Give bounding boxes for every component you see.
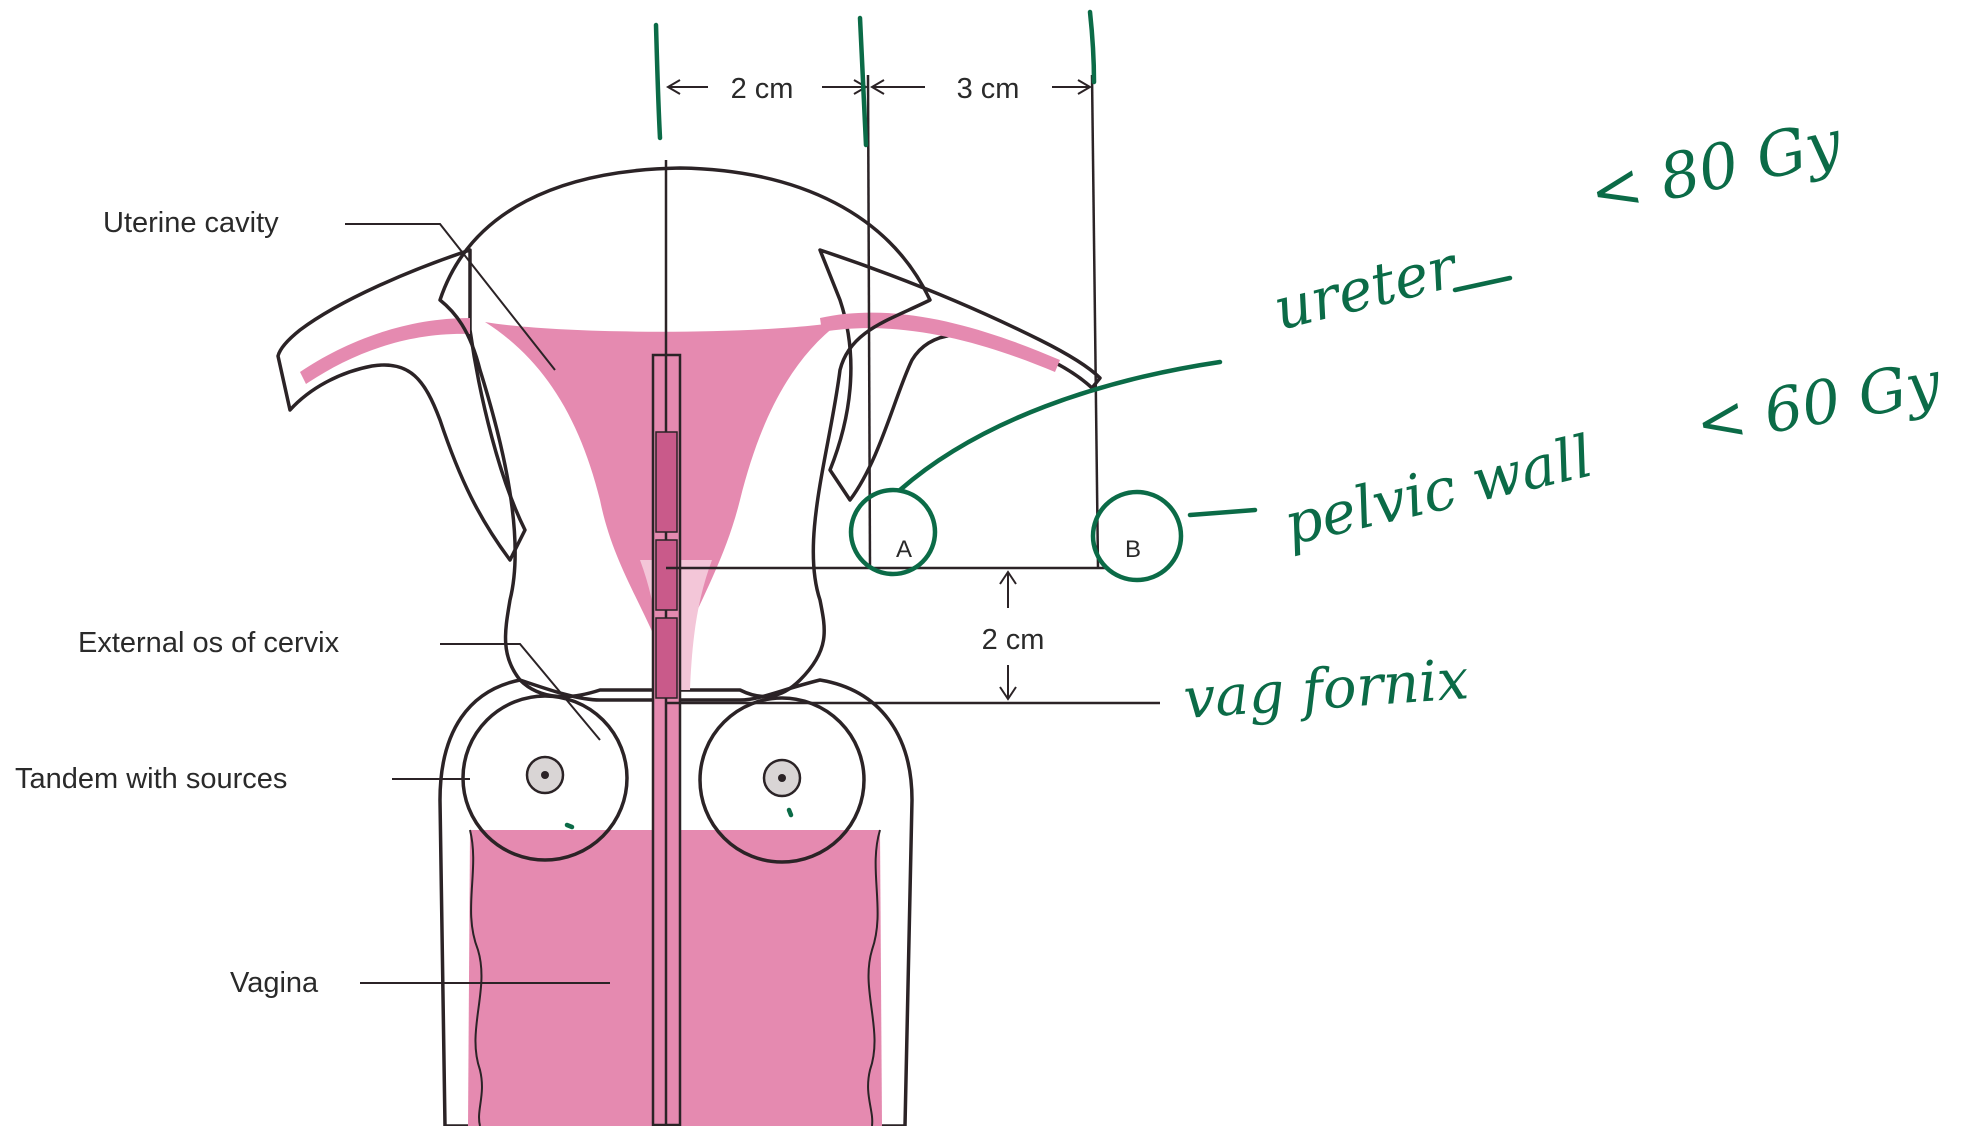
hand-dash-ureter [1455, 278, 1510, 290]
hand-vag-fornix: vag fornix [1181, 647, 1470, 732]
hand-tick-1 [656, 25, 660, 138]
tandem-rod [653, 160, 680, 1126]
label-external-os: External os of cervix [78, 627, 340, 659]
hand-dot-left [567, 825, 572, 827]
source-1 [656, 432, 677, 532]
left-tube-lumen [300, 318, 470, 384]
hand-pelvic-wall: pelvic wall [1278, 422, 1599, 559]
hand-arrow-to-a [900, 362, 1220, 490]
hand-dash-b [1190, 510, 1255, 515]
hand-pelvic-wall-dose: < 60 Gy [1690, 348, 1946, 460]
line-point-a [868, 75, 870, 568]
hand-dot-right [789, 810, 791, 815]
hand-tick-3 [1090, 12, 1094, 82]
left-fallopian-tube [278, 250, 525, 560]
dim-top-left: 2 cm [731, 73, 794, 105]
uterus-body [278, 168, 1100, 697]
right-fallopian-tube [820, 250, 1100, 500]
leader-external-os [440, 644, 600, 740]
dim-top-right: 3 cm [957, 73, 1020, 105]
label-tandem: Tandem with sources [15, 763, 287, 795]
source-3 [656, 618, 677, 698]
left-source-core [541, 771, 549, 779]
source-2 [656, 540, 677, 610]
right-source-core [778, 774, 786, 782]
dim-vertical: 2 cm [982, 624, 1045, 656]
hand-ureter-dose: < 80 Gy [1583, 105, 1848, 230]
point-b-label: B [1125, 536, 1141, 563]
hand-circle-a [851, 490, 935, 574]
hand-tick-2 [860, 18, 866, 145]
point-a-label: A [896, 536, 912, 563]
hand-ureter: ureter [1267, 232, 1466, 343]
label-vagina: Vagina [230, 967, 319, 999]
handwritten-annotations: ureter < 80 Gy pelvic wall < 60 Gy vag f… [567, 12, 1947, 827]
label-uterine-cavity: Uterine cavity [103, 207, 279, 239]
line-point-b [1092, 75, 1098, 568]
